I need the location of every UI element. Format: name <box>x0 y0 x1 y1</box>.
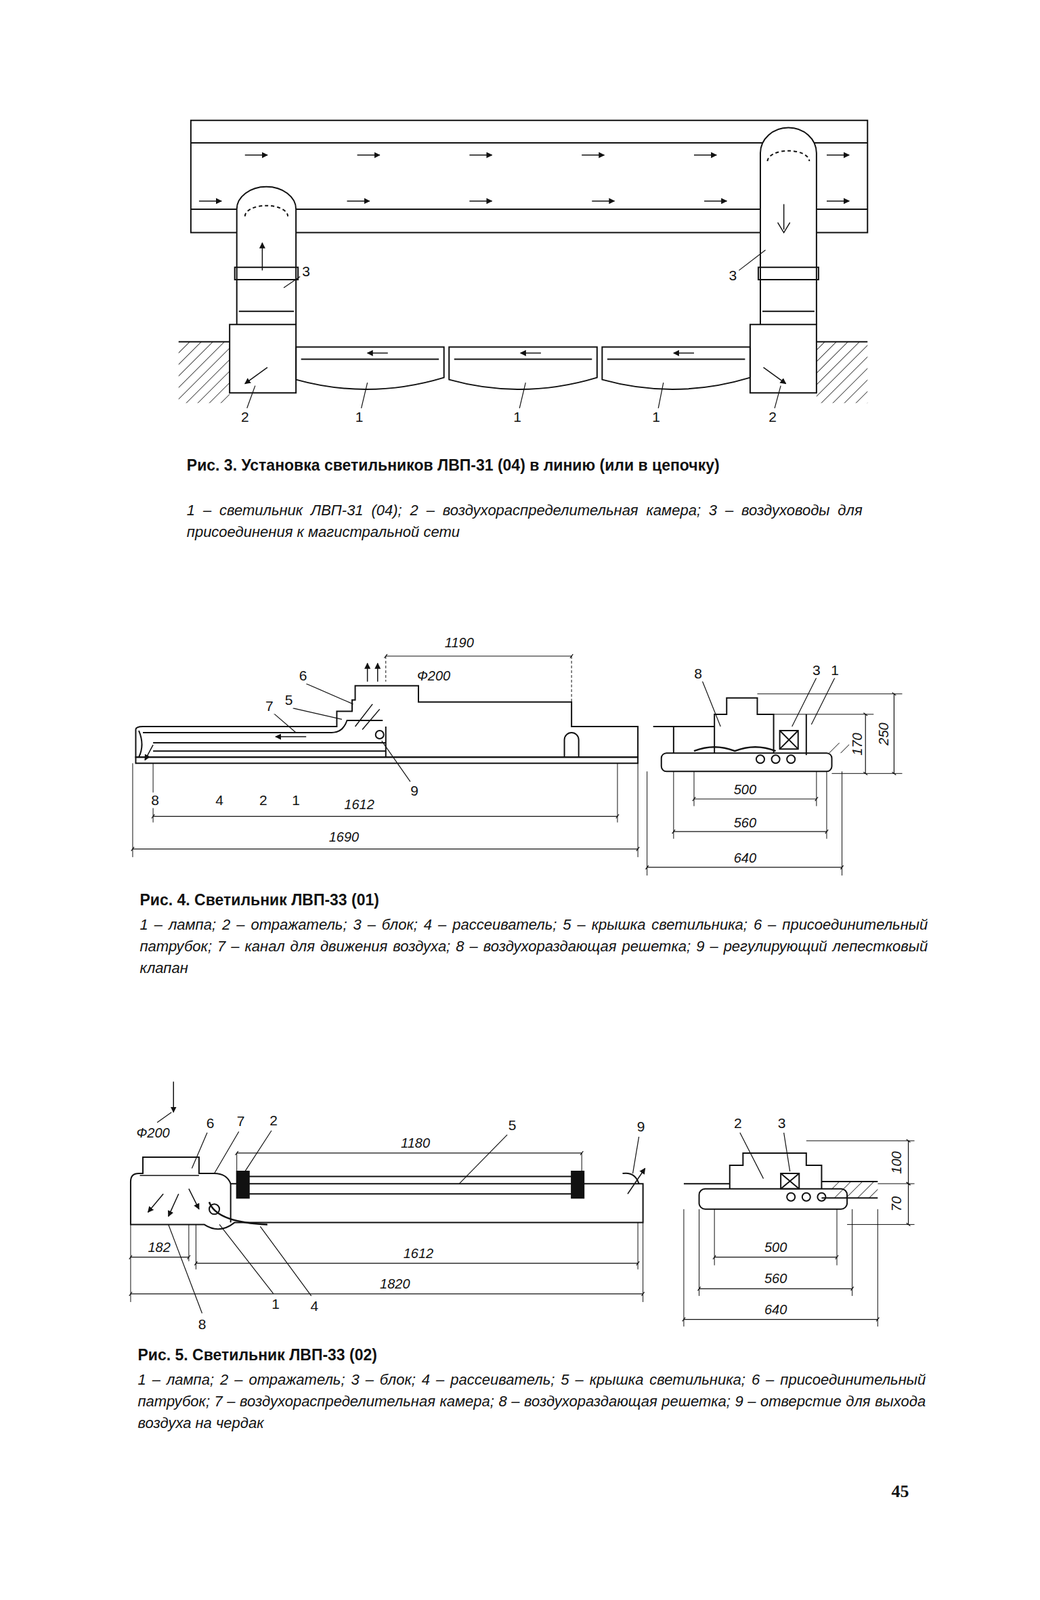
dimension: 500 <box>732 782 758 797</box>
figure-legend: 1 – лампа; 2 – отражатель; 3 – блок; 4 –… <box>138 1369 927 1435</box>
callout-number: 3 <box>727 267 739 284</box>
dimension: 640 <box>763 1302 789 1317</box>
dimension: 500 <box>763 1239 789 1255</box>
dimension: 1190 <box>443 635 476 650</box>
callout-number: 6 <box>297 667 309 684</box>
dimension: 560 <box>763 1270 789 1286</box>
callout-number: 2 <box>257 792 269 808</box>
figure-title: Рис. 5. Светильник ЛВП-33 (02) <box>138 1344 927 1366</box>
dimension: 640 <box>732 850 758 866</box>
dimension: 100 <box>889 1149 904 1175</box>
callout-number: 2 <box>239 409 251 426</box>
callout-number: 4 <box>213 792 225 808</box>
callout-number: 2 <box>268 1112 279 1129</box>
dimension: 182 <box>146 1239 172 1255</box>
figure-legend: 1 – светильник ЛВП-31 (04); 2 – воздухор… <box>186 499 863 544</box>
callout-number: 6 <box>205 1115 216 1132</box>
callout-number: 7 <box>235 1113 247 1130</box>
dimension: 1612 <box>342 796 376 812</box>
dimension: 1690 <box>327 829 361 845</box>
callout-number: 8 <box>149 792 161 808</box>
callout-number: 9 <box>635 1118 647 1135</box>
dimension: Ф200 <box>134 1125 171 1141</box>
dimension: 1820 <box>378 1276 412 1292</box>
callout-number: 8 <box>692 665 704 682</box>
callout-number: 3 <box>300 263 312 279</box>
callout-number: 3 <box>776 1115 788 1132</box>
callout-number: 1 <box>354 409 365 426</box>
dimension: 560 <box>732 815 758 831</box>
figure-title: Рис. 3. Установка светильников ЛВП-31 (0… <box>186 455 863 476</box>
callout-number: 1 <box>829 662 841 679</box>
figure-title: Рис. 4. Светильник ЛВП-33 (01) <box>140 889 929 911</box>
callout-number: 1 <box>650 409 662 426</box>
dimension: 170 <box>849 731 865 757</box>
callout-number: 2 <box>767 409 778 426</box>
page-number: 45 <box>891 1482 910 1502</box>
dimension: 1612 <box>402 1245 436 1261</box>
dimension: Ф200 <box>415 668 452 684</box>
callout-number: 5 <box>283 691 295 708</box>
callout-number: 1 <box>290 792 302 808</box>
figure-legend: 1 – лампа; 2 – отражатель; 3 – блок; 4 –… <box>140 914 929 980</box>
dimension: 1180 <box>399 1135 432 1151</box>
callout-number: 7 <box>264 698 275 714</box>
callout-number: 8 <box>197 1316 208 1333</box>
callout-number: 9 <box>408 782 420 799</box>
dimension: 70 <box>889 1195 904 1213</box>
callout-number: 2 <box>732 1115 744 1132</box>
callout-number: 5 <box>507 1117 518 1134</box>
callout-number: 1 <box>511 409 523 426</box>
dimension: 250 <box>876 721 892 747</box>
callout-number: 4 <box>308 1297 320 1314</box>
callout-number: 1 <box>270 1295 281 1312</box>
callout-number: 3 <box>811 662 822 679</box>
